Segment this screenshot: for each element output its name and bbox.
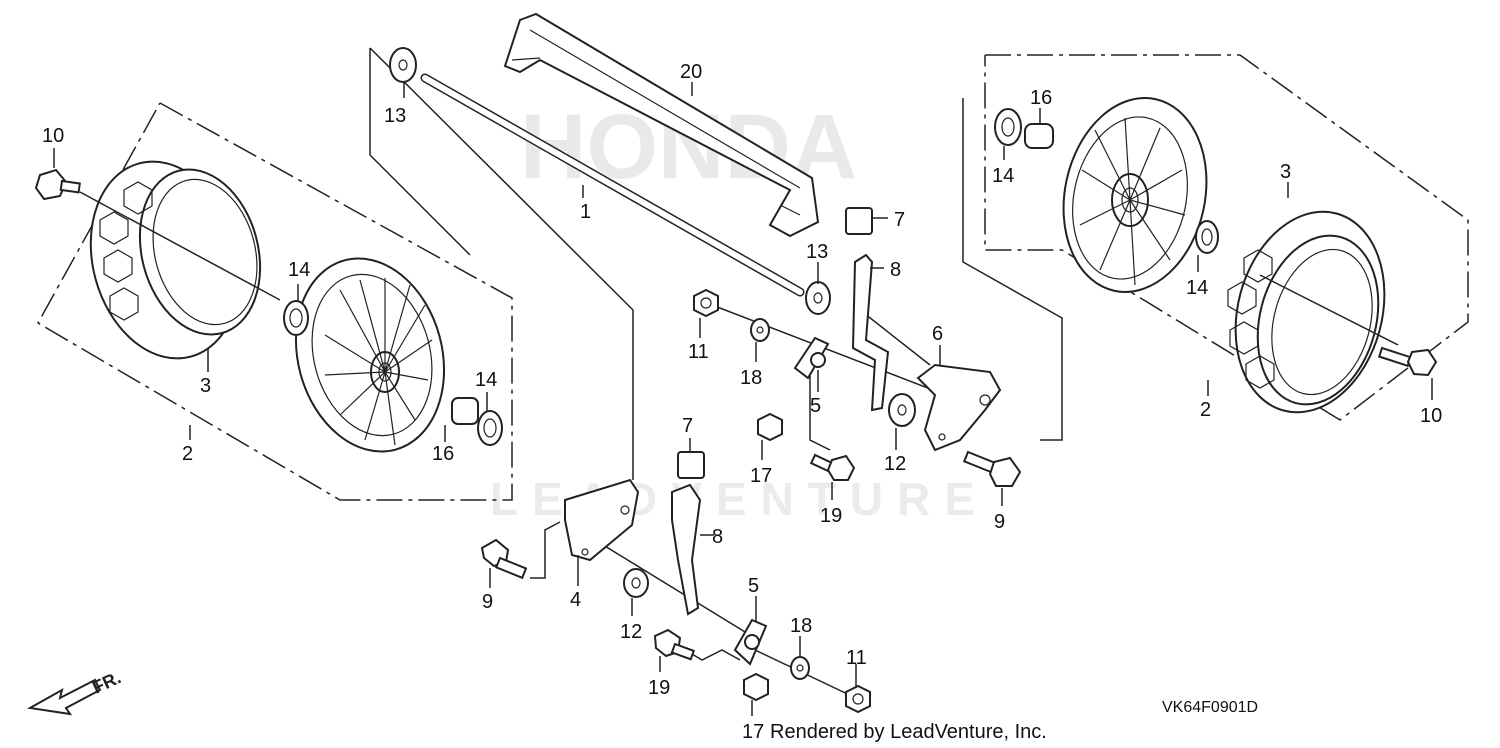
callout-18-lower: 18: [790, 615, 812, 637]
left-wheel-rim[interactable]: [275, 242, 465, 469]
right-wheel-bolt[interactable]: [1377, 346, 1438, 377]
axle-washer-left[interactable]: [389, 47, 417, 83]
callout-14-left-outer: 14: [475, 369, 497, 391]
right-inner-bearing[interactable]: [1195, 220, 1219, 254]
callout-19-upper: 19: [820, 505, 842, 527]
washer-18-upper[interactable]: [750, 318, 770, 342]
right-collar[interactable]: [1024, 123, 1054, 149]
lever-8-lower[interactable]: [671, 483, 702, 616]
washer-12-upper[interactable]: [888, 393, 916, 427]
credit-text: Rendered by LeadVenture, Inc.: [770, 721, 1047, 743]
axle-group-bracket: [369, 47, 634, 480]
callout-10-left: 10: [42, 125, 64, 147]
nut-11-upper[interactable]: [693, 288, 719, 318]
callout-5-upper: 5: [810, 395, 821, 417]
adjuster-parts: [480, 207, 1022, 714]
callout-7-upper: 7: [894, 209, 905, 231]
bolt-9-right[interactable]: [962, 450, 1022, 487]
callout-14-right-inner: 14: [1186, 277, 1208, 299]
left-wheel-assembly: [34, 102, 513, 501]
left-wheel-bolt[interactable]: [34, 168, 81, 201]
left-inner-bearing[interactable]: [283, 300, 309, 336]
bolt-19-upper[interactable]: [809, 453, 856, 481]
spacer-7-upper[interactable]: [845, 207, 873, 235]
callout-14-left-inner: 14: [288, 259, 310, 281]
rear-axle-group: [369, 12, 831, 480]
left-outer-bearing[interactable]: [477, 410, 503, 446]
callout-8-lower: 8: [712, 526, 723, 548]
callout-labels: 1 2 2 3 3 4 5 5 6 7 7 8 8 9 9 10 10 11 1…: [42, 61, 1442, 743]
bolt-9-left[interactable]: [480, 538, 528, 580]
callout-19-lower: 19: [648, 677, 670, 699]
callout-4: 4: [570, 589, 581, 611]
right-wheel-rim[interactable]: [1046, 85, 1224, 306]
right-outer-bearing[interactable]: [994, 108, 1022, 146]
nut-17-lower[interactable]: [743, 672, 769, 702]
bracket-4[interactable]: [564, 478, 640, 562]
callout-14-right-outer: 14: [992, 165, 1014, 187]
callout-20: 20: [680, 61, 702, 83]
pivot-5-lower[interactable]: [733, 618, 768, 666]
bolt-19-lower[interactable]: [653, 628, 696, 661]
axle-shaft[interactable]: [420, 73, 805, 297]
bracket-6[interactable]: [916, 363, 1002, 452]
callout-8-upper: 8: [890, 259, 901, 281]
callout-17-lower: 17: [742, 721, 764, 743]
callout-2-left: 2: [182, 443, 193, 465]
leader-lines: [53, 82, 1433, 716]
callout-12-lower: 12: [620, 621, 642, 643]
washer-18-lower[interactable]: [790, 656, 810, 680]
pivot-5-upper[interactable]: [793, 336, 830, 380]
callout-6: 6: [932, 323, 943, 345]
callout-16-right: 16: [1030, 87, 1052, 109]
cross-bar[interactable]: [503, 12, 820, 238]
nut-11-lower[interactable]: [845, 684, 871, 714]
callout-16-left: 16: [432, 443, 454, 465]
callout-5-lower: 5: [748, 575, 759, 597]
washer-12-lower[interactable]: [623, 568, 649, 598]
callout-7-lower: 7: [682, 415, 693, 437]
front-direction-arrow: FR.: [26, 667, 124, 716]
spacer-7-lower[interactable]: [677, 451, 705, 479]
left-wheel-group-outline: [36, 102, 513, 501]
right-wheel-group-outline: [984, 54, 1469, 421]
callout-10-right: 10: [1420, 405, 1442, 427]
callout-11-lower: 11: [846, 647, 867, 669]
callout-1: 1: [580, 201, 591, 223]
callout-13-left: 13: [384, 105, 406, 127]
callout-13-right: 13: [806, 241, 828, 263]
callout-12-upper: 12: [884, 453, 906, 475]
right-wheel-assembly: [962, 54, 1469, 441]
callout-3-right: 3: [1280, 161, 1291, 183]
callout-3-left: 3: [200, 375, 211, 397]
callout-9-right: 9: [994, 511, 1005, 533]
callout-2-right: 2: [1200, 399, 1211, 421]
diagram-code: VK64F0901D: [1162, 699, 1258, 716]
right-tire[interactable]: [1214, 195, 1406, 429]
axle-washer-right[interactable]: [805, 281, 831, 315]
callout-18-upper: 18: [740, 367, 762, 389]
lever-8-upper[interactable]: [851, 253, 890, 412]
left-collar[interactable]: [451, 397, 479, 425]
left-tire[interactable]: [70, 145, 278, 375]
callout-9-left: 9: [482, 591, 493, 613]
callout-11-upper: 11: [688, 341, 709, 363]
nut-17-upper[interactable]: [757, 412, 783, 442]
callout-17-upper: 17: [750, 465, 772, 487]
